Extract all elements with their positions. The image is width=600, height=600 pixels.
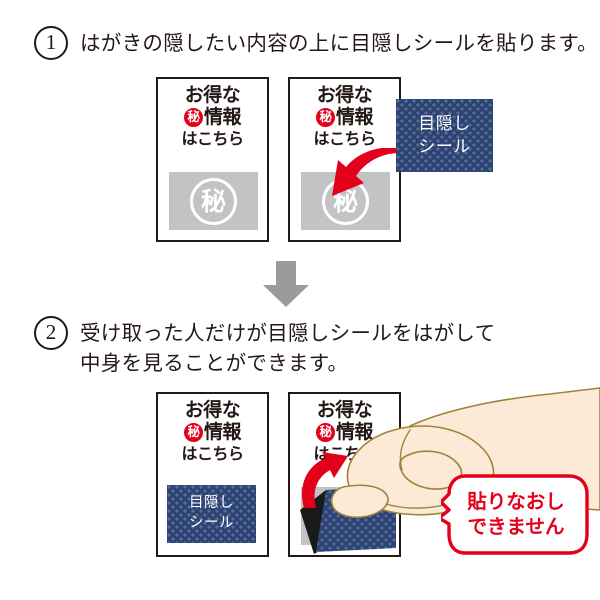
secret-content-area: 秘 (169, 172, 258, 230)
step-1-heading: 1 はがきの隠したい内容の上に目隠しシールを貼ります。 (34, 26, 598, 60)
maru-hi-stamp-icon: 秘 (183, 422, 203, 442)
postcard-line-2-text: 情報 (203, 420, 242, 443)
sticker-line-2: シール (189, 515, 234, 531)
postcard-line-1: お得な (184, 84, 241, 106)
postcard-line-2-text: 情報 (335, 105, 374, 128)
postcard-line-1: お得な (316, 399, 373, 421)
red-curved-arrow-icon (332, 148, 409, 196)
postcard-line-3: はこちら (181, 443, 244, 463)
postcard-before-plain: お得な 秘情報 はこちら 秘 (156, 77, 269, 242)
postcard-line-2: 秘情報 (290, 422, 399, 443)
postcard-line-2: 秘情報 (290, 107, 399, 128)
postcard-line-1: お得な (184, 399, 241, 421)
step-1-text: はがきの隠したい内容の上に目隠しシールを貼ります。 (80, 31, 598, 55)
step-2-number: 2 (34, 316, 68, 350)
postcard-headline: お得な 秘情報 はこちら (158, 84, 267, 148)
postcard-headline: お得な 秘情報 はこちら (158, 399, 267, 463)
sticker-line-1: 目隠し (418, 113, 471, 134)
step-1-number: 1 (34, 26, 68, 60)
maru-hi-stamp-icon: 秘 (315, 107, 335, 127)
secret-content-area: 秘 (301, 172, 390, 230)
postcard-line-3: はこちら (313, 128, 376, 148)
red-curved-arrow-up-icon (302, 452, 348, 508)
postcard-line-2: 秘情報 (158, 107, 267, 128)
privacy-sticker-applied: 目隠し シール (167, 485, 256, 543)
postcard-applying-sticker: お得な 秘情報 はこちら 秘 (288, 77, 401, 242)
down-arrow-icon (263, 261, 309, 307)
sticker-line-1: 目隠し (189, 495, 234, 512)
sticker-line-2: シール (418, 136, 471, 157)
postcard-line-2: 秘情報 (158, 422, 267, 443)
postcard-line-3: はこちら (181, 128, 244, 148)
maru-hi-stamp-icon: 秘 (315, 422, 335, 442)
postcard-line-1: お得な (316, 84, 373, 106)
postcard-line-2-text: 情報 (335, 420, 374, 443)
secret-mark-icon: 秘 (190, 177, 237, 225)
step-2-heading: 2 受け取った人だけが目隠しシールをはがして 中身を見ることができます。 (34, 316, 495, 378)
privacy-sticker-loose: 目隠し シール (396, 99, 493, 172)
postcard-line-2-text: 情報 (203, 105, 242, 128)
secret-mark-icon: 秘 (322, 177, 369, 225)
maru-hi-stamp-icon: 秘 (183, 107, 203, 127)
postcard-headline: お得な 秘情報 はこちら (290, 84, 399, 148)
step-2-text: 受け取った人だけが目隠しシールをはがして 中身を見ることができます。 (80, 321, 496, 375)
speech-bubble-icon (441, 474, 589, 555)
